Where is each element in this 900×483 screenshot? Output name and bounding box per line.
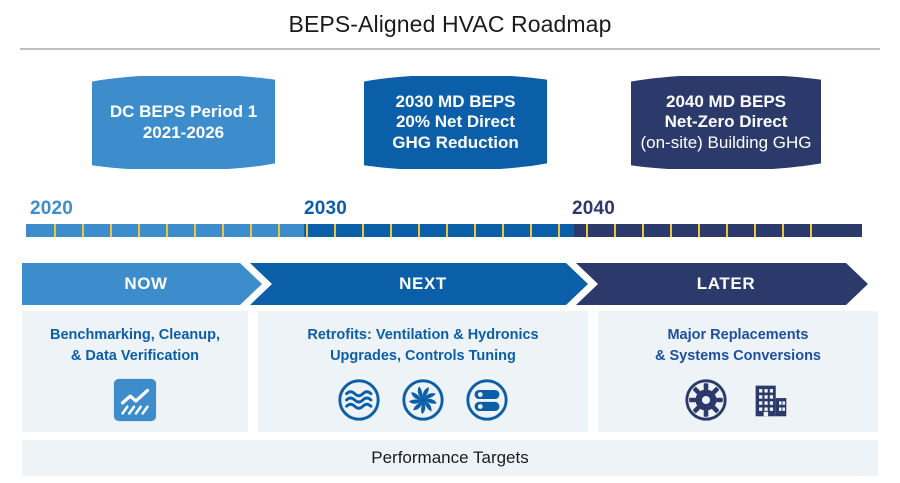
timeline-tick — [194, 224, 196, 237]
page-title: BEPS-Aligned HVAC Roadmap — [288, 10, 612, 37]
gear-icon — [683, 377, 729, 423]
performance-targets-strip: Performance Targets — [22, 440, 878, 476]
timeline-segment-2040s — [574, 224, 862, 237]
timeline-tick — [530, 224, 532, 237]
banner-dc-beps-period-1-line-0: DC BEPS Period 1 — [109, 102, 258, 122]
timeline-tick — [166, 224, 168, 237]
timeline-tick — [754, 224, 756, 237]
timeline-segment-2030s — [304, 224, 574, 237]
phase-chevron-later[interactable]: LATER — [576, 263, 868, 305]
performance-targets-label: Performance Targets — [371, 448, 529, 467]
timeline-tick — [810, 224, 812, 237]
panel-now-icon-row — [112, 377, 158, 423]
timeline-tick — [502, 224, 504, 237]
timeline-tick — [446, 224, 448, 237]
timeline-year-2040: 2040 — [572, 198, 616, 219]
timeline-tick — [82, 224, 84, 237]
timeline-tick — [474, 224, 476, 237]
banner-dc-beps-period-1-line-1: 2021-2026 — [142, 122, 225, 142]
phase-chevron-next-label: NEXT — [399, 274, 447, 293]
banner-ribbon-shape — [631, 76, 821, 169]
title-divider — [20, 48, 880, 50]
banner-2030-md-beps-line-0: 2030 MD BEPS — [395, 92, 516, 112]
timeline-tick — [782, 224, 784, 237]
timeline-tick — [642, 224, 644, 237]
timeline-tick — [614, 224, 616, 237]
panel-later: Major Replacements & Systems Conversions — [598, 311, 878, 432]
banner-2040-md-beps-line-1: Net-Zero Direct — [664, 112, 788, 132]
timeline-tick — [558, 224, 560, 237]
banner-2030-md-beps-line-1: 20% Net Direct — [395, 112, 516, 132]
timeline-bar — [26, 224, 862, 237]
panel-later-icon-row — [683, 377, 793, 423]
panel-next-heading: Retrofits: Ventilation & Hydronics Upgra… — [307, 327, 539, 364]
timeline-tick — [334, 224, 336, 237]
panel-next-icon-row — [336, 377, 510, 423]
phase-chevron-later-label: LATER — [696, 274, 756, 293]
panel-now-heading: Benchmarking, Cleanup, & Data Verificati… — [49, 327, 220, 364]
phase-chevron-now-label: NOW — [124, 274, 168, 293]
timeline-tick — [670, 224, 672, 237]
banner-ribbon-shape — [364, 76, 547, 169]
timeline-tick — [726, 224, 728, 237]
phase-chevron-band: NOW NEXT LATER — [22, 263, 868, 305]
timeline-tick — [54, 224, 56, 237]
timeline-tick — [110, 224, 112, 237]
panel-later-heading: Major Replacements & Systems Conversions — [654, 327, 821, 364]
timeline-tick — [362, 224, 364, 237]
timeline-year-2030: 2030 — [304, 198, 348, 219]
timeline-tick — [138, 224, 140, 237]
banner-2040-md-beps-line-0: 2040 MD BEPS — [666, 92, 786, 112]
timeline-tick — [306, 224, 308, 237]
timeline-year-2020: 2020 — [30, 198, 74, 219]
trend-chart-icon — [112, 377, 158, 423]
banner-2030-md-beps-line-2: GHG Reduction — [392, 132, 519, 152]
water-waves-icon — [336, 377, 382, 423]
building-icon — [747, 377, 793, 423]
timeline-segment-2020s — [26, 224, 304, 237]
banner-2040-md-beps-subline-0: (on-site) Building GHG — [640, 132, 812, 152]
banner-ribbon-shape — [92, 76, 275, 169]
timeline-tick — [222, 224, 224, 237]
panel-now: Benchmarking, Cleanup, & Data Verificati… — [22, 311, 248, 432]
phase-detail-panels: Benchmarking, Cleanup, & Data Verificati… — [22, 311, 878, 432]
controls-unit-icon — [464, 377, 510, 423]
phase-chevron-next[interactable]: NEXT — [250, 263, 588, 305]
timeline-tick — [418, 224, 420, 237]
panel-next: Retrofits: Ventilation & Hydronics Upgra… — [258, 311, 588, 432]
timeline-tick — [698, 224, 700, 237]
fan-turbine-icon — [400, 377, 446, 423]
timeline: 2020 2030 2040 — [26, 198, 862, 244]
page-title-bar: BEPS-Aligned HVAC Roadmap — [0, 0, 900, 48]
timeline-tick — [390, 224, 392, 237]
phase-chevron-now[interactable]: NOW — [22, 263, 262, 305]
timeline-tick — [586, 224, 588, 237]
timeline-tick — [278, 224, 280, 237]
timeline-tick — [250, 224, 252, 237]
